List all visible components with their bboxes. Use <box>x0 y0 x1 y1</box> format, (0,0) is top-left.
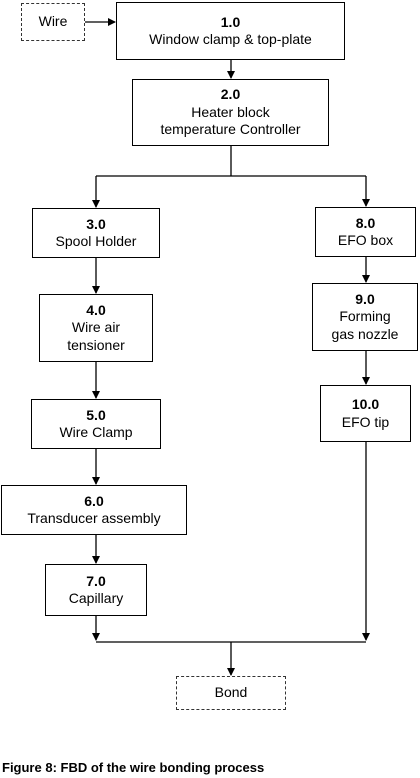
node-10: 10.0 EFO tip <box>320 385 411 442</box>
node-number: 6.0 <box>84 492 104 509</box>
node-number: 4.0 <box>86 301 106 318</box>
node-number: 5.0 <box>86 406 106 423</box>
node-label: Window clamp & top-plate <box>149 31 312 47</box>
node-label: EFO box <box>337 232 394 248</box>
node-label: Bond <box>214 684 248 701</box>
node-label: Wire Clamp <box>59 424 133 440</box>
node-3: 3.0 Spool Holder <box>32 208 160 258</box>
node-label: EFO tip <box>341 413 390 430</box>
node-number: 8.0 <box>355 214 376 231</box>
node-number: 2.0 <box>220 86 241 103</box>
node-label: Wire air tensioner <box>67 319 125 353</box>
node-label: Transducer assembly <box>27 510 161 526</box>
node-bond: Bond <box>176 676 286 710</box>
node-label: Forming gas nozzle <box>331 308 399 342</box>
node-label: Wire <box>38 13 68 30</box>
node-label: Spool Holder <box>55 233 137 249</box>
node-number: 10.0 <box>351 396 380 412</box>
node-5: 5.0 Wire Clamp <box>31 399 161 449</box>
node-wire: Wire <box>21 3 85 41</box>
node-1: 1.0 Window clamp & top-plate <box>116 2 345 60</box>
node-label: Heater block temperature Controller <box>160 103 301 138</box>
figure-caption: Figure 8: FBD of the wire bonding proces… <box>2 760 265 775</box>
node-8: 8.0 EFO box <box>315 207 416 257</box>
node-number: 9.0 <box>355 290 375 307</box>
node-number: 1.0 <box>220 13 241 30</box>
node-label: Capillary <box>68 590 124 606</box>
node-6: 6.0 Transducer assembly <box>1 485 187 535</box>
node-7: 7.0 Capillary <box>45 564 147 616</box>
node-number: 3.0 <box>86 215 106 232</box>
node-9: 9.0 Forming gas nozzle <box>312 283 418 351</box>
node-4: 4.0 Wire air tensioner <box>39 294 153 362</box>
node-2: 2.0 Heater block temperature Controller <box>132 79 329 146</box>
node-number: 7.0 <box>86 572 106 589</box>
